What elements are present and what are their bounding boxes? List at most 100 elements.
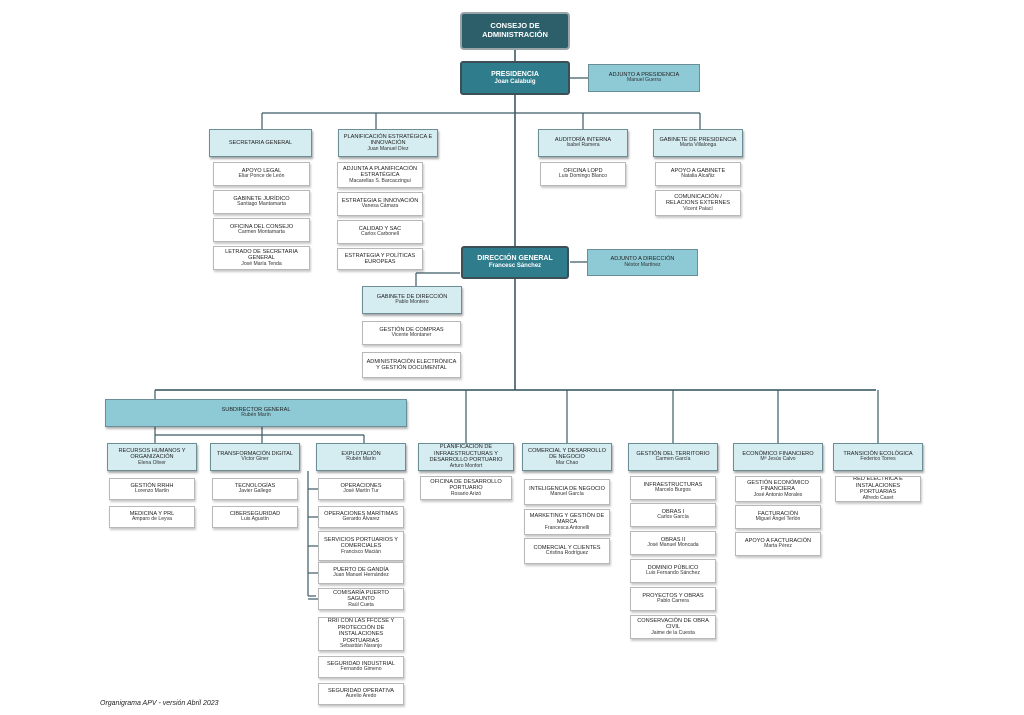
explotacion-item-8-title: SEGURIDAD OPERATIVA [328, 687, 394, 694]
secretaria-general-box: SECRETARIA GENERAL [209, 129, 312, 157]
economico-financiero-item-1-person: José Antonio Morales [753, 491, 803, 498]
adjunto-presidencia-box-title: ADJUNTO A PRESIDENCIA [608, 71, 680, 78]
explotacion-item-1-person: José Martín Tur [343, 488, 379, 495]
secretaria-general-item-4-person: José María Tenda [241, 260, 282, 267]
gestion-territorio-item-2-title: OBRAS I [661, 508, 685, 515]
planificacion-estrategica-box-title: PLANIFICACIÓN ESTRATÉGICA E INNOVACIÓN [343, 133, 433, 147]
explotacion-item-6-person: Sebastián Naranjo [340, 642, 382, 649]
explotacion-item-3-title: SERVICIOS PORTUARIOS Y COMERCIALES [324, 536, 398, 550]
comercial-negocio-box-title: COMERCIAL Y DESARROLLO DE NEGOCIO [528, 447, 606, 461]
adjunto-direccion-box-person: Néstor Martínez [624, 261, 661, 268]
economico-financiero-item-2-title: FACTURACIÓN [757, 510, 799, 517]
comercial-negocio-item-3-person: Cristina Rodríguez [545, 550, 589, 557]
economico-financiero-box-person: Mª Jesús Calvo [760, 456, 796, 463]
recursos-humanos-box-person: Elena Oliver [138, 459, 166, 466]
planificacion-estrategica-item-4: ESTRATEGIA Y POLÍTICAS EUROPEAS [337, 248, 423, 270]
explotacion-item-3-person: Francisco Macián [341, 548, 381, 555]
auditoria-interna-box-person: Isabel Ramera [566, 142, 600, 149]
gestion-territorio-item-6-title: CONSERVACIÓN DE OBRA CIVIL [637, 617, 709, 631]
subdirector-general-box-person: Rubén Marín [241, 412, 271, 419]
secretaria-general-item-2-title: GABINETE JURÍDICO [233, 195, 290, 202]
transformacion-digital-item-1-title: TECNOLOGÍAS [234, 482, 276, 489]
consejo-box-title: CONSEJO DE ADMINISTRACIÓN [482, 21, 548, 39]
consejo-box: CONSEJO DE ADMINISTRACIÓN [460, 12, 570, 50]
explotacion-item-2-person: Gerardo Álvarez [342, 516, 380, 523]
gestion-territorio-item-2-person: Carlos García [657, 514, 689, 521]
transicion-ecologica-item-1-person: Alfredo Caset [862, 494, 894, 501]
transicion-ecologica-box-person: Federico Torres [860, 456, 896, 463]
economico-financiero-item-3-person: Marta Pérez [764, 543, 792, 550]
explotacion-item-4-title: PUERTO DE GANDÍA [333, 566, 389, 573]
explotacion-box-person: Rubén Marín [346, 456, 376, 463]
footer-caption: Organigrama APV - versión Abril 2023 [100, 700, 219, 707]
subdirector-general-box-title: SUBDIRECTOR GENERAL [221, 406, 291, 413]
transformacion-digital-box-person: Víctor Giner [241, 456, 269, 463]
planificacion-estrategica-item-3-person: Carlos Carbonell [361, 231, 399, 238]
explotacion-box-title: EXPLOTACIÓN [341, 450, 381, 457]
auditoria-interna-item-1-person: Luis Domingo Blanco [558, 173, 608, 180]
planificacion-estrategica-box-person: Juan Manuel Díez [367, 145, 409, 152]
gestion-territorio-item-3-person: José Manuel Moncada [647, 542, 699, 549]
planificacion-estrategica-item-1-title: ADJUNTA A PLANIFICACIÓN ESTRATÉGICA [342, 165, 418, 179]
explotacion-item-4-person: Juan Manuel Hernández [333, 572, 389, 579]
planificacion-infraestructuras-box-person: Arturo Monfort [449, 462, 483, 469]
explotacion-item-8-person: Aurelio Aredo [345, 693, 377, 700]
auditoria-interna-box-title: AUDITORÍA INTERNA [554, 136, 612, 143]
gabinete-direccion-item-1-title: GESTIÓN DE COMPRAS [379, 326, 444, 333]
planificacion-infraestructuras-item-1-title: OFICINA DE DESARROLLO PORTUARIO [430, 478, 502, 492]
comercial-negocio-item-1-person: Manuel García [550, 491, 584, 498]
economico-financiero-box-title: ECONÓMICO FINANCIERO [742, 450, 814, 457]
gabinete-direccion-box-title: GABINETE DE DIRECCIÓN [376, 293, 448, 300]
auditoria-interna-item-1-title: OFICINA LOPD [563, 167, 603, 174]
secretaria-general-item-3-person: Carmen Montamarta [238, 229, 285, 236]
gestion-territorio-item-4-person: Luis Fernando Sánchez [646, 570, 700, 577]
direccion-general-box-title: DIRECCIÓN GENERAL [477, 255, 553, 263]
gabinete-direccion-item-1-person: Vicente Montaner [391, 332, 432, 339]
gestion-territorio-item-1-person: Marcelo Burgos [655, 487, 691, 494]
recursos-humanos-box-title: RECURSOS HUMANOS Y ORGANIZACIÓN [118, 447, 186, 461]
explotacion-item-1-title: OPERACIONES [340, 482, 382, 489]
planificacion-infraestructuras-box: PLANIFICACIÓN DE INFRAESTRUCTURAS Y DESA… [418, 443, 514, 471]
gabinete-direccion-item-2-title: ADMINISTRACIÓN ELECTRÓNICA Y GESTIÓN DOC… [366, 358, 457, 371]
economico-financiero-item-2-person: Miguel Ángel Terlón [755, 516, 801, 523]
transicion-ecologica-item-1-title: RED ELÉCTRICA E INSTALACIONES PORTUARIAS [853, 476, 903, 496]
transicion-ecologica-box-title: TRANSICIÓN ECOLÓGICA [843, 450, 913, 457]
gabinete-presidencia-item-1-title: APOYO A GABINETE [670, 167, 726, 174]
explotacion-item-7-person: Fernando Gimeno [340, 666, 382, 673]
gabinete-direccion-box-person: Pablo Montero [395, 299, 429, 306]
